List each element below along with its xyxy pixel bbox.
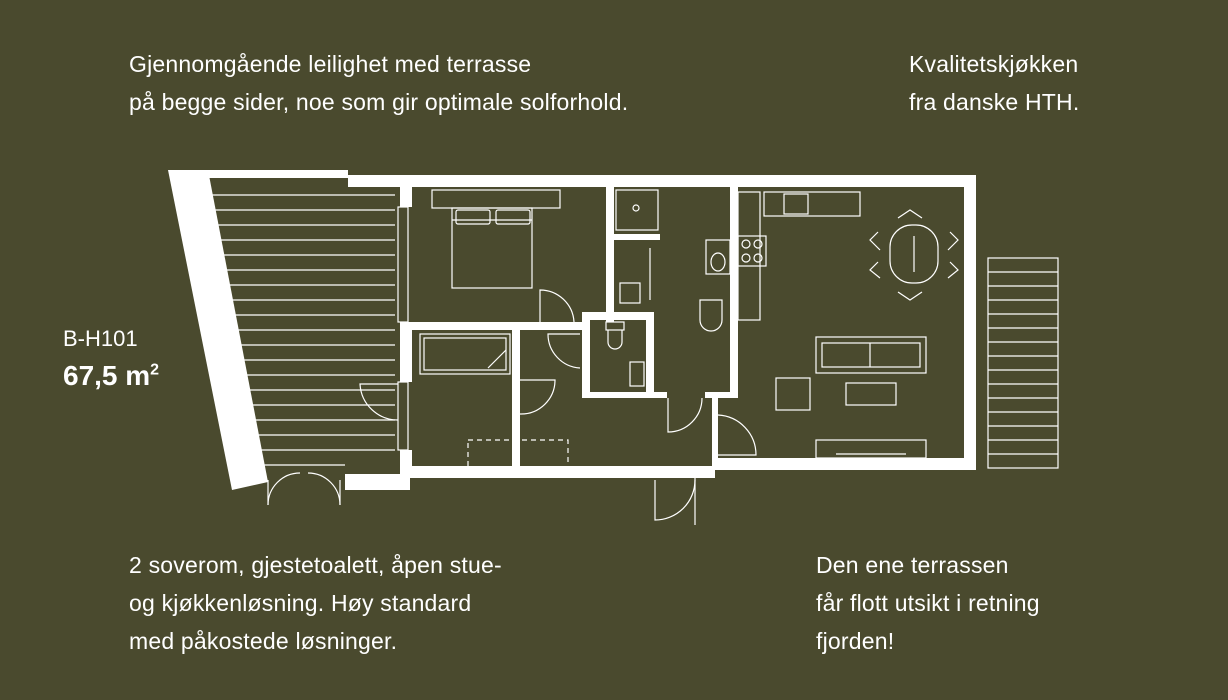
wall-shaft-bottom [614, 234, 660, 240]
unit-area-value: 67,5 m [63, 360, 151, 391]
wall-top [348, 175, 970, 187]
wall-bedroom1-bottom [412, 322, 540, 330]
armchair-icon [775, 377, 811, 411]
kitchen-text: Kvalitetskjøkken fra danske HTH. [909, 45, 1079, 121]
rooms-text: 2 soverom, gjestetoalett, åpen stue- og … [129, 546, 502, 660]
intro-text: Gjennomgående leilighet med terrasse på … [129, 45, 628, 121]
wall-bottom-mid [410, 466, 715, 478]
intro-line-2: på begge sider, noe som gir optimale sol… [129, 89, 629, 115]
wall-wc-left [582, 312, 590, 398]
kitchen-line-1: Kvalitetskjøkken [909, 51, 1079, 77]
double-bed-icon [431, 189, 561, 289]
wall-bottom-left [345, 474, 410, 490]
door-bedroom2-terrace [359, 383, 399, 421]
stove-icon [737, 191, 861, 321]
rooms-line-2: og kjøkkenløsning. Høy standard [129, 590, 472, 616]
bed-outline [467, 439, 569, 471]
door-bath [667, 397, 703, 433]
terrace-right-decking [987, 257, 1059, 469]
wall-bath-right [730, 187, 738, 397]
wall-wc-top [582, 312, 652, 320]
wall-right [964, 175, 976, 470]
unit-area-exponent: 2 [150, 361, 160, 379]
door-bedroom1 [539, 289, 575, 323]
terrace-line-2: får flott utsikt i retning [816, 590, 1040, 616]
unit-area: 67,5 m2 [63, 360, 159, 392]
wall-left-lower [400, 450, 412, 475]
wall-hall-top [540, 322, 590, 330]
wall-bath-bottom [705, 392, 738, 398]
coffee-table [845, 382, 897, 406]
wall-left-upper [400, 187, 412, 207]
door-entry [654, 479, 696, 521]
terrace-text: Den ene terrassen får flott utsikt i ret… [816, 546, 1040, 660]
wall-wc-right [646, 312, 654, 398]
terrace-left-wall [168, 170, 268, 490]
sink-icon [615, 189, 731, 332]
wall-left-mid [400, 322, 412, 382]
window-left-2 [397, 381, 409, 451]
unit-code: B-H101 [63, 326, 138, 351]
wall-entry-right [712, 398, 718, 458]
terrace-line-1: Den ene terrassen [816, 552, 1009, 578]
intro-line-1: Gjennomgående leilighet med terrasse [129, 51, 532, 77]
dining-table-icon [869, 209, 959, 301]
rooms-line-3: med påkostede løsninger. [129, 628, 398, 654]
wall-top-left [208, 170, 348, 178]
sofa-icon [815, 336, 927, 374]
window-left-1 [397, 206, 409, 323]
wall-bedroom1-right [606, 187, 614, 322]
door-living [717, 414, 757, 456]
tv-bench [815, 439, 927, 459]
wall-bottom-right [712, 458, 976, 470]
door-bedroom2 [519, 379, 556, 415]
wardrobe-icon [419, 333, 511, 375]
door-hall [547, 333, 581, 369]
wall-bedroom2-right [512, 330, 520, 466]
rooms-line-1: 2 soverom, gjestetoalett, åpen stue- [129, 552, 502, 578]
window-right [965, 294, 975, 436]
door-icon [267, 472, 341, 506]
toilet-icon [605, 321, 645, 387]
terrace-left-decking [212, 194, 395, 466]
wall-wc-bottom [582, 392, 667, 398]
terrace-line-3: fjorden! [816, 628, 895, 654]
kitchen-line-2: fra danske HTH. [909, 89, 1080, 115]
